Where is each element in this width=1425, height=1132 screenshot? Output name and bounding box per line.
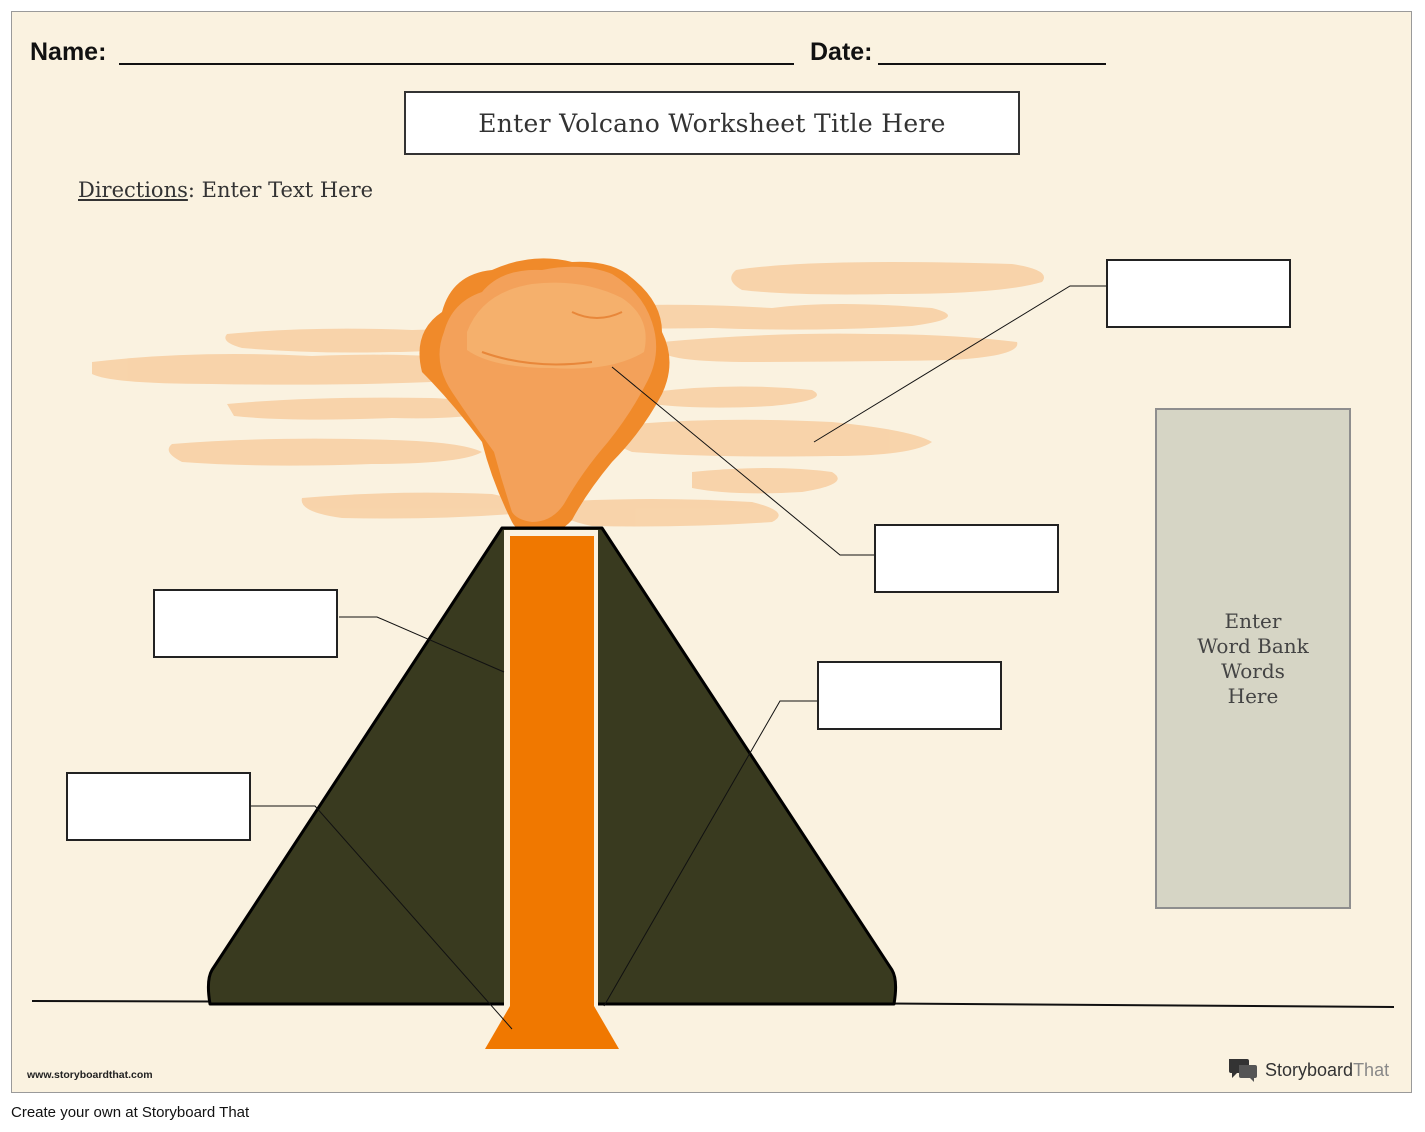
volcano-illustration (31, 258, 1395, 1049)
create-your-own-link[interactable]: Create your own at Storyboard That (11, 1104, 250, 1121)
label-box-right-lower[interactable] (817, 661, 1002, 730)
name-field[interactable] (119, 63, 794, 65)
speech-bubbles-icon (1229, 1059, 1257, 1082)
label-box-top-right[interactable] (1106, 259, 1291, 328)
brand-name-main: Storyboard (1265, 1059, 1354, 1080)
worksheet-title: Enter Volcano Worksheet Title Here (478, 108, 946, 138)
worksheet-title-box[interactable]: Enter Volcano Worksheet Title Here (404, 91, 1020, 155)
word-bank-line: Word Bank (1197, 633, 1309, 658)
eruption-plume (419, 258, 670, 535)
site-url[interactable]: www.storyboardthat.com (27, 1069, 153, 1081)
word-bank-line: Enter (1224, 608, 1282, 633)
directions-label: Directions (78, 178, 188, 202)
label-box-right-middle[interactable] (874, 524, 1059, 593)
directions: Directions: Enter Text Here (78, 178, 373, 202)
word-bank[interactable]: Enter Word Bank Words Here (1155, 408, 1351, 909)
leader-lines (251, 285, 1106, 1030)
word-bank-line: Words (1221, 658, 1285, 683)
word-bank-text: Enter Word Bank Words Here (1188, 609, 1318, 709)
date-field[interactable] (878, 63, 1106, 65)
magma-chamber (485, 1006, 619, 1049)
label-box-left-lower[interactable] (66, 772, 251, 841)
brand-name-light: That (1353, 1059, 1390, 1080)
worksheet-page: Name: Date: Enter Volcano Worksheet Titl… (11, 11, 1412, 1093)
directions-text: : Enter Text Here (187, 178, 374, 202)
storyboardthat-logo[interactable]: StoryboardThat (1227, 1057, 1389, 1083)
name-label: Name: (30, 38, 107, 66)
magma-conduit (510, 536, 594, 1006)
word-bank-line: Here (1227, 683, 1279, 708)
date-label: Date: (810, 38, 873, 66)
ash-cloud (92, 262, 1044, 527)
label-box-left-upper[interactable] (153, 589, 338, 658)
brand-name: StoryboardThat (1265, 1060, 1389, 1081)
